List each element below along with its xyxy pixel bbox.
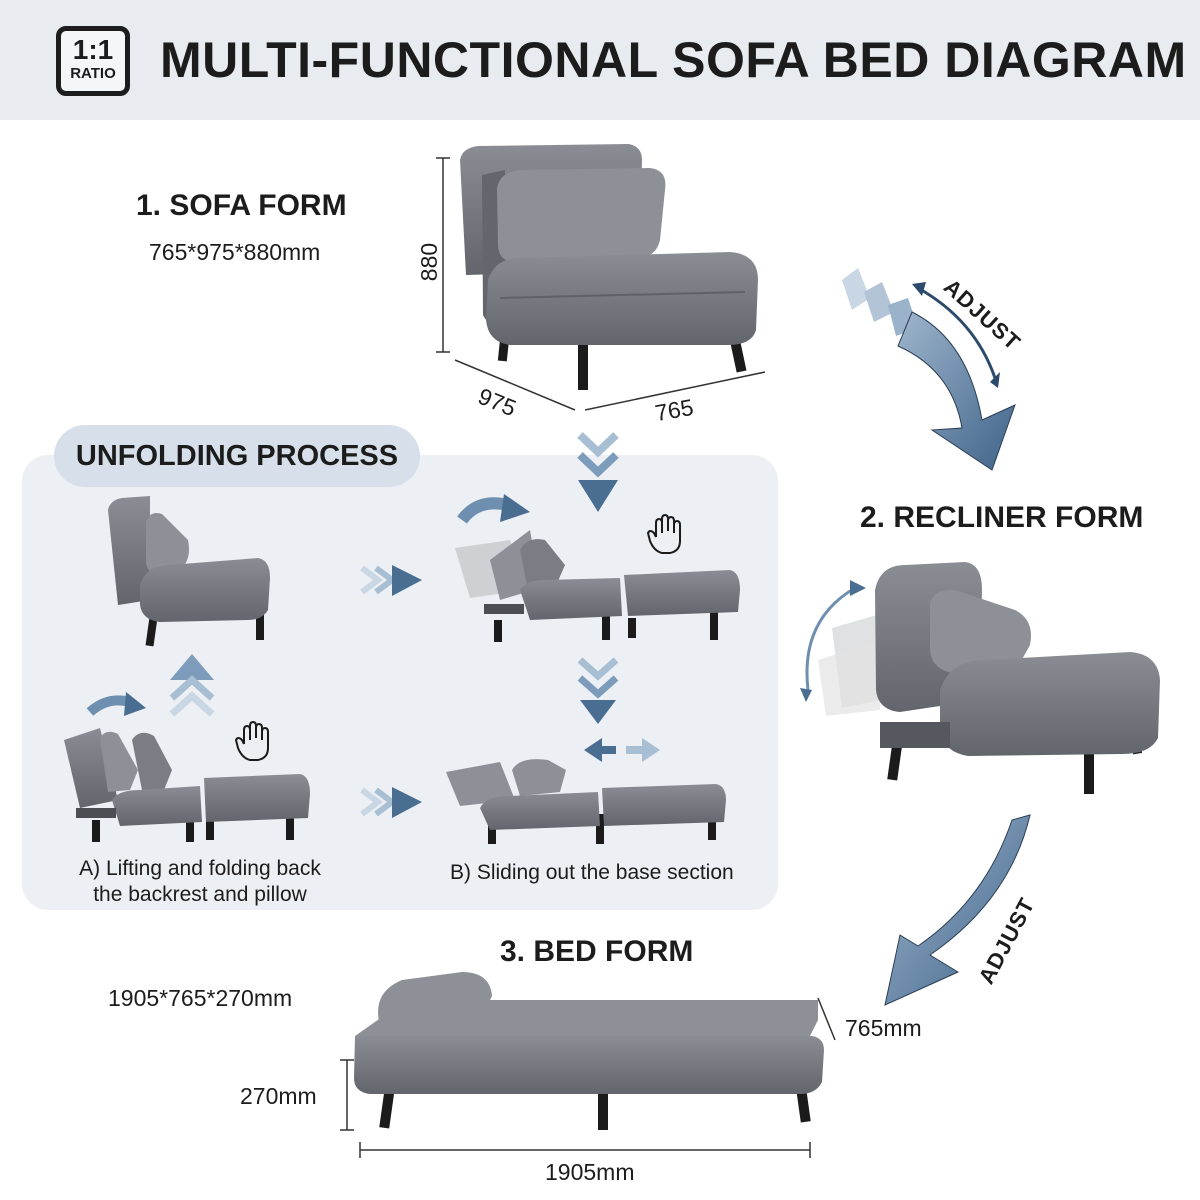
unfolding-title: UNFOLDING PROCESS — [75, 440, 399, 472]
bed-width-label: 765mm — [845, 1015, 922, 1041]
hand-icon — [234, 720, 269, 761]
bed-length-label: 1905mm — [545, 1159, 635, 1185]
bed-height-label: 270mm — [240, 1083, 317, 1109]
hand-icon — [646, 513, 681, 554]
sofa-height-label: 880 — [416, 242, 443, 282]
unfold-recliner-tilt — [455, 494, 740, 642]
unfold-base-sliding — [446, 759, 726, 844]
page-title: MULTI-FUNCTIONAL SOFA BED DIAGRAM — [160, 32, 1187, 88]
unfolding-title-pill — [54, 425, 420, 487]
sofa-form-size: 765*975*880mm — [149, 239, 321, 265]
unfold-sofa-upright — [108, 496, 270, 647]
bed-form-illustration — [340, 972, 836, 1158]
double-arrow-icon — [584, 738, 660, 762]
bed-form-heading: 3. BED FORM — [500, 935, 694, 968]
header-bar — [0, 0, 1200, 120]
recliner-form-illustration — [800, 562, 1160, 794]
adjust-arrow-2 — [884, 814, 1031, 1006]
caption-b: B) Sliding out the base section — [450, 861, 734, 884]
chevron-arrow-icon — [360, 565, 422, 596]
chevron-arrow-icon — [577, 432, 619, 512]
ratio-badge: 1:1 RATIO — [56, 26, 130, 96]
ratio-value: 1:1 — [72, 34, 114, 65]
caption-a: A) Lifting and folding back the backrest… — [79, 857, 321, 906]
sofa-form-heading: 1. SOFA FORM — [136, 189, 347, 222]
ratio-label: RATIO — [70, 65, 116, 82]
unfold-backrest-folding — [64, 692, 310, 842]
chevron-arrow-icon — [577, 657, 619, 724]
recliner-form-heading: 2. RECLINER FORM — [860, 501, 1144, 534]
adjust-arrow-1 — [842, 268, 1016, 471]
sofa-form-illustration — [436, 144, 766, 411]
chevron-arrow-icon — [169, 654, 215, 717]
bed-form-size: 1905*765*270mm — [108, 985, 293, 1011]
chevron-arrow-icon — [360, 787, 422, 818]
